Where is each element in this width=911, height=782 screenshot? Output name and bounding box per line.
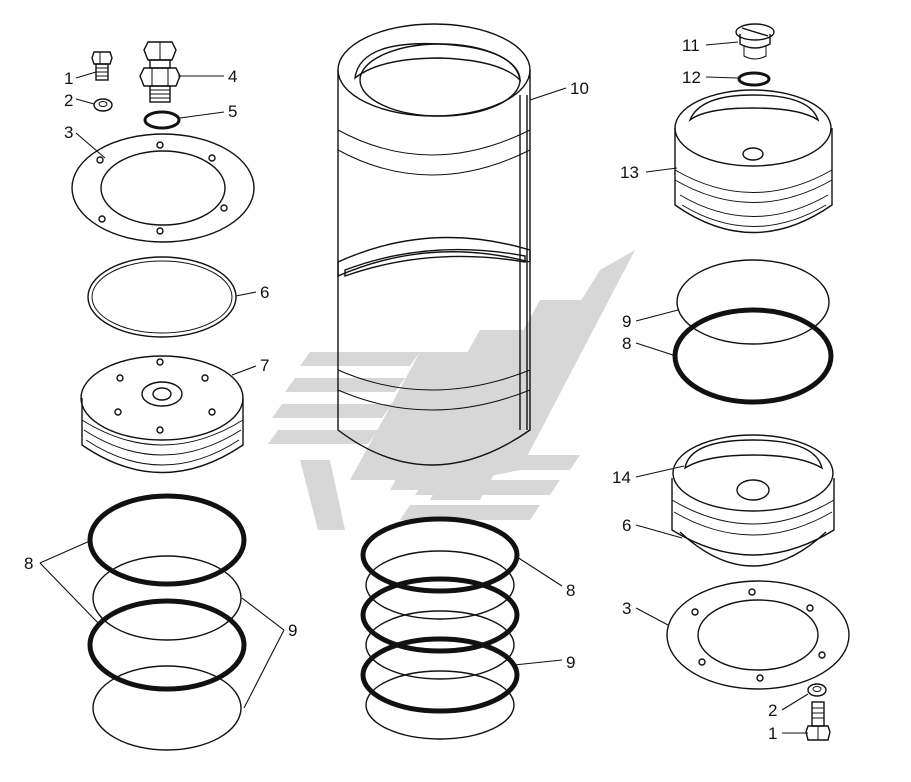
callout-9-mid: 9 — [566, 653, 575, 672]
bolt-part-1-left — [91, 51, 113, 81]
callout-12: 12 — [682, 68, 701, 87]
gasket-part-3-left — [71, 133, 255, 243]
watermark-logo — [268, 250, 635, 530]
callout-9-right: 9 — [622, 312, 631, 331]
piston-part-14 — [671, 434, 835, 556]
bolt-part-1-right — [805, 701, 831, 741]
leader-lines — [39, 41, 809, 734]
callout-2-right: 2 — [768, 701, 777, 720]
ring-stack-middle — [360, 516, 520, 740]
ring-pair-right — [672, 259, 834, 405]
callout-1-left: 1 — [64, 69, 73, 88]
o-ring-part-5 — [143, 110, 181, 130]
piston-head-part-13 — [674, 89, 833, 234]
callout-6-left: 6 — [260, 283, 269, 302]
callout-6-right: 6 — [622, 516, 631, 535]
callout-2-left: 2 — [64, 91, 73, 110]
callout-11: 11 — [682, 36, 700, 55]
fitting-part-4 — [139, 41, 181, 103]
callout-8-mid: 8 — [566, 581, 575, 600]
callout-10: 10 — [570, 79, 589, 98]
callout-3-right: 3 — [622, 599, 631, 618]
callout-3-left: 3 — [64, 123, 73, 142]
callout-13: 13 — [620, 163, 639, 182]
washer-part-2-right — [807, 683, 827, 697]
callout-5: 5 — [228, 102, 237, 121]
callout-14: 14 — [612, 468, 631, 487]
snap-ring-part-6-right — [679, 531, 827, 567]
callout-8-left: 8 — [24, 554, 33, 573]
plug-screw-part-11 — [735, 23, 775, 60]
callout-4: 4 — [228, 67, 237, 86]
cylinder-part-10 — [337, 23, 531, 466]
callout-9-left: 9 — [288, 621, 297, 640]
ring-stack-left — [87, 493, 247, 751]
washer-part-2-left — [93, 98, 113, 112]
callout-7: 7 — [260, 356, 269, 375]
callout-labels: 1 2 3 4 5 6 7 8 9 10 8 9 11 12 13 9 8 14… — [24, 36, 777, 743]
piston-part-7 — [80, 355, 244, 474]
o-ring-part-12 — [737, 71, 771, 87]
gasket-part-3-right — [666, 580, 850, 690]
callout-1-right: 1 — [768, 724, 777, 743]
callout-8-right: 8 — [622, 334, 631, 353]
snap-ring-part-6-left — [87, 256, 237, 338]
